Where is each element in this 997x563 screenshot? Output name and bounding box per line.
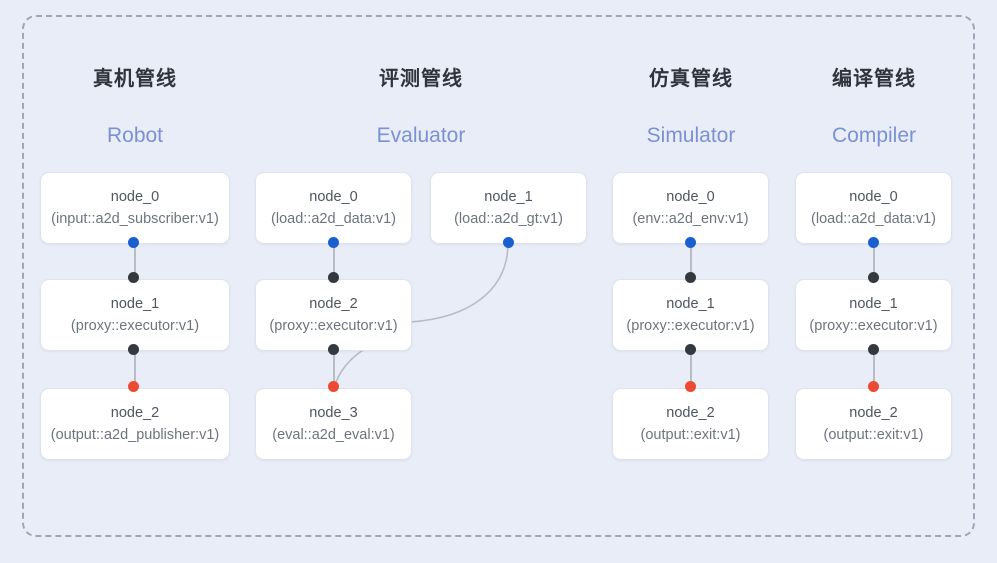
node-subtitle: (load::a2d_gt:v1) <box>454 211 563 227</box>
column-title-en-simulator: Simulator <box>646 124 736 147</box>
port-out-dot-compiler-1[interactable] <box>868 344 879 355</box>
node-subtitle: (proxy::executor:v1) <box>626 318 755 334</box>
node-evaluator-3[interactable]: node_3 (eval::a2d_eval:v1) <box>255 388 412 460</box>
node-title: node_3 <box>309 404 358 421</box>
node-robot-2[interactable]: node_2 (output::a2d_publisher:v1) <box>40 388 230 460</box>
port-out-dot-robot-0[interactable] <box>128 237 139 248</box>
node-simulator-1[interactable]: node_1 (proxy::executor:v1) <box>612 279 769 351</box>
port-in-dot-simulator-1[interactable] <box>685 272 696 283</box>
node-title: node_1 <box>484 188 533 205</box>
column-title-cn-robot: 真机管线 <box>93 68 177 90</box>
node-subtitle: (proxy::executor:v1) <box>70 318 200 334</box>
node-evaluator-0[interactable]: node_0 (load::a2d_data:v1) <box>255 172 412 244</box>
node-title: node_2 <box>110 404 160 421</box>
node-evaluator-gt[interactable]: node_1 (load::a2d_gt:v1) <box>430 172 587 244</box>
port-in-dot-simulator-2[interactable] <box>685 381 696 392</box>
node-title: node_0 <box>666 188 715 205</box>
connector-line-robot-1-2 <box>134 350 136 385</box>
node-subtitle: (output::exit:v1) <box>823 427 924 443</box>
node-robot-1[interactable]: node_1 (proxy::executor:v1) <box>40 279 230 351</box>
node-simulator-0[interactable]: node_0 (env::a2d_env:v1) <box>612 172 769 244</box>
node-subtitle: (input::a2d_subscriber:v1) <box>51 211 219 227</box>
connector-line-compiler-0-1 <box>873 243 875 278</box>
port-out-dot-evaluator-2[interactable] <box>328 344 339 355</box>
port-in-dot-evaluator-2[interactable] <box>328 272 339 283</box>
connector-line-robot-0-1 <box>134 243 136 278</box>
node-compiler-0[interactable]: node_0 (load::a2d_data:v1) <box>795 172 952 244</box>
port-out-dot-evaluator-gt[interactable] <box>503 237 514 248</box>
node-subtitle: (proxy::executor:v1) <box>809 318 938 334</box>
column-title-en-evaluator: Evaluator <box>376 124 466 147</box>
port-in-dot-compiler-2[interactable] <box>868 381 879 392</box>
node-compiler-2[interactable]: node_2 (output::exit:v1) <box>795 388 952 460</box>
node-compiler-1[interactable]: node_1 (proxy::executor:v1) <box>795 279 952 351</box>
node-title: node_0 <box>849 188 898 205</box>
connector-line-simulator-0-1 <box>690 243 692 278</box>
node-subtitle: (eval::a2d_eval:v1) <box>272 427 395 443</box>
node-title: node_1 <box>666 295 715 312</box>
column-title-cn-evaluator: 评测管线 <box>379 68 463 90</box>
port-in-dot-evaluator-3[interactable] <box>328 381 339 392</box>
connector-line-evaluator-2-3 <box>333 350 335 385</box>
node-title: node_1 <box>849 295 898 312</box>
port-out-dot-robot-1[interactable] <box>128 344 139 355</box>
node-title: node_0 <box>110 188 160 205</box>
node-title: node_1 <box>110 295 160 312</box>
node-simulator-2[interactable]: node_2 (output::exit:v1) <box>612 388 769 460</box>
node-subtitle: (load::a2d_data:v1) <box>811 211 936 227</box>
node-robot-0[interactable]: node_0 (input::a2d_subscriber:v1) <box>40 172 230 244</box>
node-subtitle: (output::exit:v1) <box>640 427 741 443</box>
port-in-dot-compiler-1[interactable] <box>868 272 879 283</box>
node-subtitle: (env::a2d_env:v1) <box>632 211 749 227</box>
connector-line-simulator-1-2 <box>690 350 692 385</box>
port-in-dot-robot-2[interactable] <box>128 381 139 392</box>
port-in-dot-robot-1[interactable] <box>128 272 139 283</box>
column-title-en-compiler: Compiler <box>831 124 917 147</box>
port-out-dot-compiler-0[interactable] <box>868 237 879 248</box>
node-subtitle: (proxy::executor:v1) <box>269 318 398 334</box>
port-out-dot-simulator-0[interactable] <box>685 237 696 248</box>
node-evaluator-2[interactable]: node_2 (proxy::executor:v1) <box>255 279 412 351</box>
dashed-container-frame <box>22 15 975 537</box>
node-subtitle: (output::a2d_publisher:v1) <box>50 427 220 443</box>
connector-line-compiler-1-2 <box>873 350 875 385</box>
node-title: node_2 <box>309 295 358 312</box>
port-out-dot-simulator-1[interactable] <box>685 344 696 355</box>
node-title: node_0 <box>309 188 358 205</box>
node-subtitle: (load::a2d_data:v1) <box>271 211 396 227</box>
port-out-dot-evaluator-0[interactable] <box>328 237 339 248</box>
column-title-cn-simulator: 仿真管线 <box>649 68 733 90</box>
node-title: node_2 <box>666 404 715 421</box>
node-title: node_2 <box>849 404 898 421</box>
column-title-cn-compiler: 编译管线 <box>832 68 916 90</box>
connector-line-evaluator-0-2 <box>333 243 335 278</box>
column-title-en-robot: Robot <box>106 124 164 147</box>
